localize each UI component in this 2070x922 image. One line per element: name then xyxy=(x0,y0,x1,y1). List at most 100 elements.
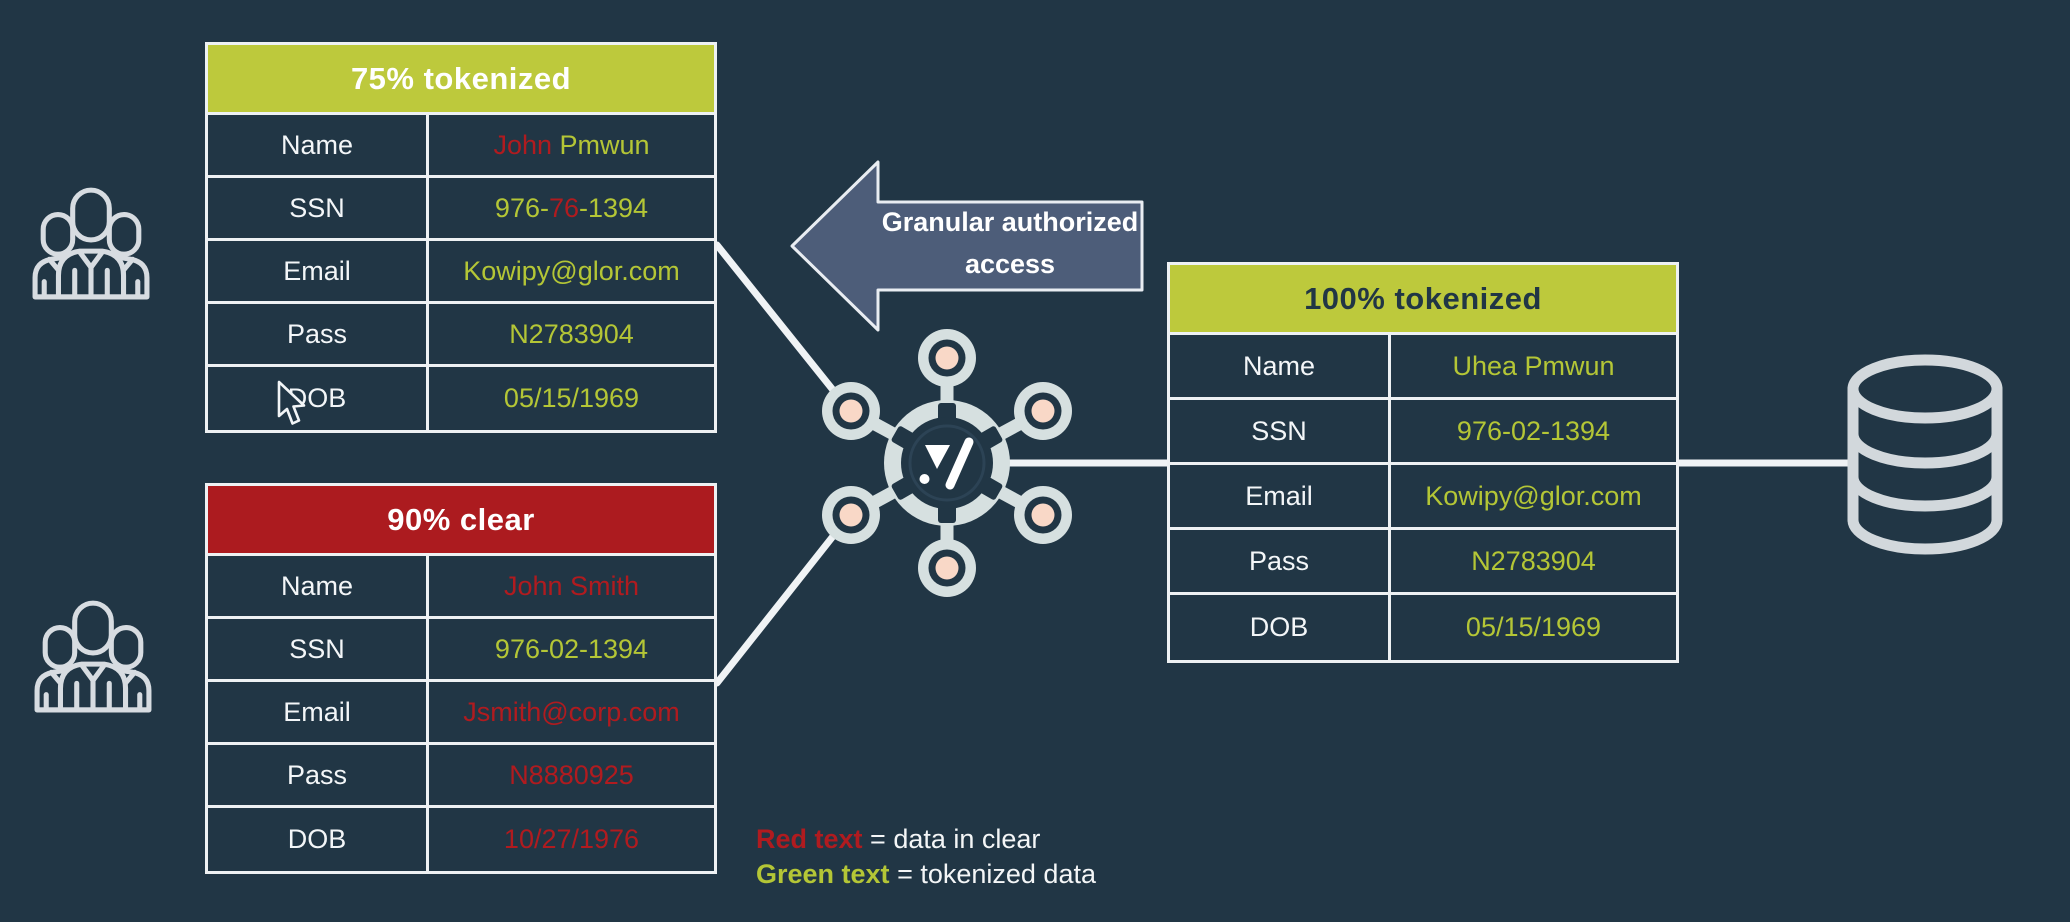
arrow-label-line2: access xyxy=(964,249,1056,279)
row-value: John Pmwun xyxy=(429,115,714,175)
row-value: 10/27/1976 xyxy=(429,808,714,871)
table-row: DOB 10/27/1976 xyxy=(208,808,714,871)
value-segment: N2783904 xyxy=(1471,545,1596,576)
row-value: 976-02-1394 xyxy=(429,619,714,679)
row-label-text: DOB xyxy=(287,824,347,854)
row-label: Name xyxy=(208,115,429,175)
row-label: SSN xyxy=(208,178,429,238)
table-90-clear: 90% clear Name John Smith SSN 976-02-139… xyxy=(205,483,717,874)
row-label: Pass xyxy=(1170,530,1391,592)
row-value: N2783904 xyxy=(1391,530,1676,592)
row-label: Pass xyxy=(208,745,429,805)
value-segment: N8880925 xyxy=(509,759,634,790)
row-label: DOB xyxy=(208,808,429,871)
row-value: Kowipy@glor.com xyxy=(1391,465,1676,527)
value-segment: 05/15/1969 xyxy=(1465,612,1602,642)
connector-table75-to-hub xyxy=(713,241,853,414)
users-group-icon xyxy=(34,600,152,713)
table-row: Email Jsmith@corp.com xyxy=(208,682,714,745)
connector-table90-to-hub xyxy=(713,512,853,687)
row-value: N2783904 xyxy=(429,304,714,364)
legend-item-red: Red text = data in clear xyxy=(756,822,1096,857)
value-segment: 76 xyxy=(548,192,580,223)
table-row: Email Kowipy@glor.com xyxy=(1170,465,1676,530)
database-icon xyxy=(1847,354,2003,555)
table-header: 100% tokenized xyxy=(1170,265,1676,335)
row-label-text: Name xyxy=(1242,350,1316,381)
table-75-tokenized: 75% tokenized Name John Pmwun SSN 976-76… xyxy=(205,42,717,433)
row-value: Uhea Pmwun xyxy=(1391,335,1676,397)
row-label: SSN xyxy=(208,619,429,679)
row-label: SSN xyxy=(1170,400,1391,462)
row-label-text: SSN xyxy=(289,192,345,223)
row-label-text: Email xyxy=(283,696,351,727)
row-value: 976-02-1394 xyxy=(1391,400,1676,462)
row-label: DOB xyxy=(208,367,429,430)
token-hub-icon xyxy=(822,329,1072,597)
table-row: SSN 976-76-1394 xyxy=(208,178,714,241)
row-label: DOB xyxy=(1170,595,1391,660)
row-label: Name xyxy=(208,556,429,616)
row-label-text: Name xyxy=(280,570,354,601)
value-segment: John Smith xyxy=(503,570,640,601)
value-segment: Kowipy@glor.com xyxy=(1425,480,1642,511)
table-row: DOB 05/15/1969 xyxy=(208,367,714,430)
table-title: 100% tokenized xyxy=(1304,280,1542,316)
row-value: Kowipy@glor.com xyxy=(429,241,714,301)
row-label: Email xyxy=(208,241,429,301)
row-value: N8880925 xyxy=(429,745,714,805)
value-segment: Kowipy@glor.com xyxy=(463,255,680,286)
users-group-icon xyxy=(32,187,150,300)
table-row: SSN 976-02-1394 xyxy=(1170,400,1676,465)
table-row: DOB 05/15/1969 xyxy=(1170,595,1676,660)
row-label: Name xyxy=(1170,335,1391,397)
arrow-label: Granular authorized access xyxy=(872,201,1148,285)
value-segment: 05/15/1969 xyxy=(503,383,640,413)
table-header: 75% tokenized xyxy=(208,45,714,115)
row-value: 976-76-1394 xyxy=(429,178,714,238)
row-label-text: Email xyxy=(283,255,351,286)
hub-nodes xyxy=(822,329,1072,597)
legend-item-green: Green text = tokenized data xyxy=(756,857,1096,892)
arrow-label-line1: Granular authorized xyxy=(881,207,1139,237)
value-segment: 976- xyxy=(494,192,549,223)
row-label: Email xyxy=(208,682,429,742)
table-row: Name John Smith xyxy=(208,556,714,619)
value-segment: Jsmith@corp.com xyxy=(463,696,680,727)
table-row: Pass N8880925 xyxy=(208,745,714,808)
row-value: 05/15/1969 xyxy=(429,367,714,430)
row-label-text: Email xyxy=(1245,480,1313,511)
legend-definition: = tokenized data xyxy=(897,859,1096,889)
mouse-cursor-icon xyxy=(277,380,306,425)
table-row: SSN 976-02-1394 xyxy=(208,619,714,682)
table-header: 90% clear xyxy=(208,486,714,556)
table-title: 75% tokenized xyxy=(350,60,572,96)
arrow-left-icon xyxy=(790,160,1144,332)
value-segment: 976-02-1394 xyxy=(494,633,649,664)
value-segment: John xyxy=(493,129,560,160)
table-row: Email Kowipy@glor.com xyxy=(208,241,714,304)
row-label-text: Pass xyxy=(286,318,348,349)
legend-term: Red text xyxy=(756,824,863,854)
row-label-text: Name xyxy=(280,129,354,160)
table-row: Pass N2783904 xyxy=(208,304,714,367)
table-row: Name Uhea Pmwun xyxy=(1170,335,1676,400)
table-title: 90% clear xyxy=(387,501,535,537)
row-label-text: SSN xyxy=(289,633,345,664)
hub-logo xyxy=(919,437,974,490)
legend-term: Green text xyxy=(756,859,890,889)
row-label: Pass xyxy=(208,304,429,364)
row-value: 05/15/1969 xyxy=(1391,595,1676,660)
value-segment: N2783904 xyxy=(509,318,634,349)
table-row: Pass N2783904 xyxy=(1170,530,1676,595)
value-segment: 976-02-1394 xyxy=(1456,415,1611,446)
table-row: Name John Pmwun xyxy=(208,115,714,178)
row-label: Email xyxy=(1170,465,1391,527)
table-100-tokenized: 100% tokenized Name Uhea Pmwun SSN 976-0… xyxy=(1167,262,1679,663)
row-value: Jsmith@corp.com xyxy=(429,682,714,742)
row-label-text: Pass xyxy=(1248,545,1310,576)
row-value: John Smith xyxy=(429,556,714,616)
value-segment: Pmwun xyxy=(559,129,650,160)
